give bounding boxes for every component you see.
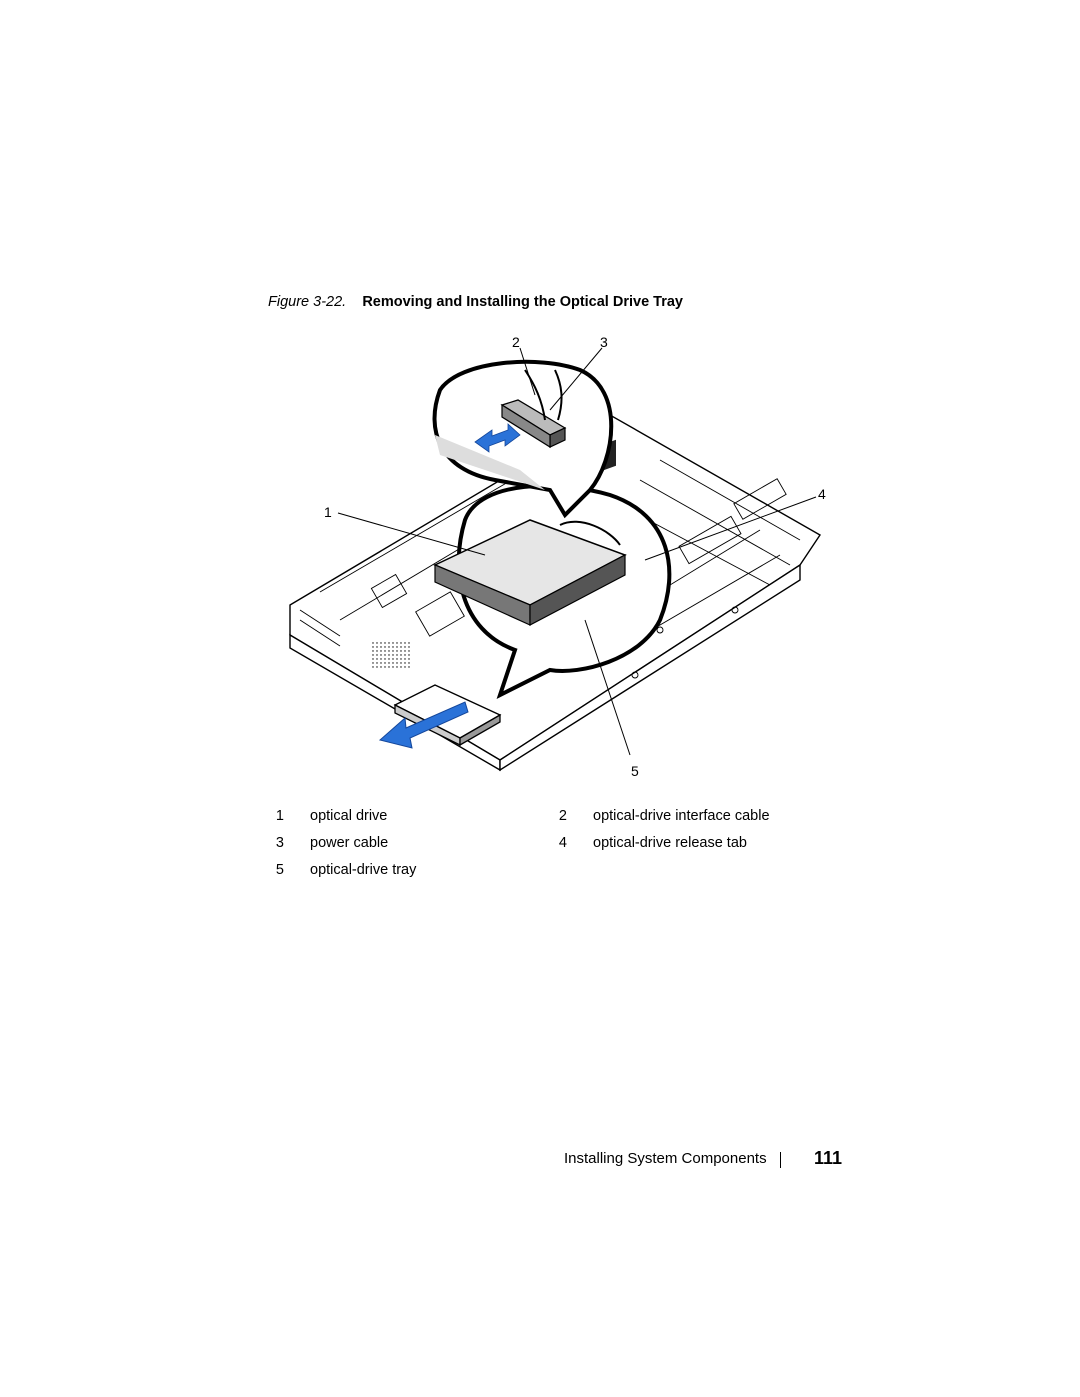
legend-number: 3 (275, 835, 284, 851)
magnified-connector-bubble (432, 359, 614, 519)
legend-text: optical-drive release tab (593, 835, 747, 851)
legend-text: optical drive (310, 808, 388, 824)
figure-title: Removing and Installing the Optical Driv… (362, 294, 683, 310)
callout-leader-lines (337, 347, 817, 756)
footer-divider (780, 1152, 781, 1168)
callout-2: 2 (512, 334, 520, 350)
legend-number: 4 (558, 835, 567, 851)
figure-caption: Figure 3-22. Removing and Installing the… (268, 294, 683, 310)
page-footer: Installing System Components 111 (0, 1148, 1080, 1174)
legend-text: optical-drive interface cable (593, 808, 770, 824)
callout-3: 3 (600, 334, 608, 350)
callout-4: 4 (818, 486, 826, 502)
front-vent-grid (370, 640, 410, 668)
illustration-svg (289, 347, 821, 772)
callout-1: 1 (324, 504, 332, 520)
section-title: Installing System Components (564, 1150, 767, 1167)
legend-number: 1 (275, 808, 284, 824)
legend-text: optical-drive tray (310, 862, 417, 878)
legend-number: 5 (275, 862, 284, 878)
legend-text: power cable (310, 835, 389, 851)
optical-drive-tray-illustration: 2 3 1 4 5 (280, 330, 840, 790)
removal-arrow (378, 701, 469, 749)
callout-5: 5 (631, 763, 639, 779)
page-number: 111 (814, 1148, 843, 1168)
legend-number: 2 (558, 808, 567, 824)
magnified-drive-bubble (433, 439, 672, 699)
figure-label: Figure 3-22. (268, 294, 347, 310)
